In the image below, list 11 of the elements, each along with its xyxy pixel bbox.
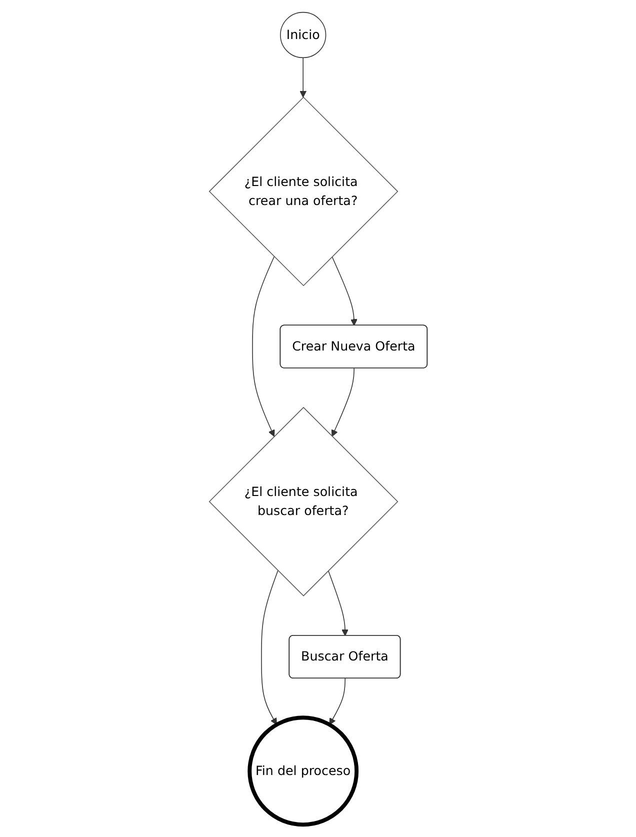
arrow: [331, 368, 354, 437]
node-diamond: ¿El cliente solicita crear una oferta?: [208, 96, 398, 286]
arrow: [260, 570, 278, 725]
arrow: [331, 256, 358, 326]
arrow: [299, 57, 306, 98]
node-circle: Fin del proceso: [247, 716, 358, 827]
arrow: [328, 570, 348, 636]
node-circle: Inicio: [280, 12, 326, 58]
node-diamond: ¿El cliente solicita buscar oferta?: [208, 406, 398, 596]
arrow: [328, 678, 346, 725]
arrow: [252, 256, 275, 437]
